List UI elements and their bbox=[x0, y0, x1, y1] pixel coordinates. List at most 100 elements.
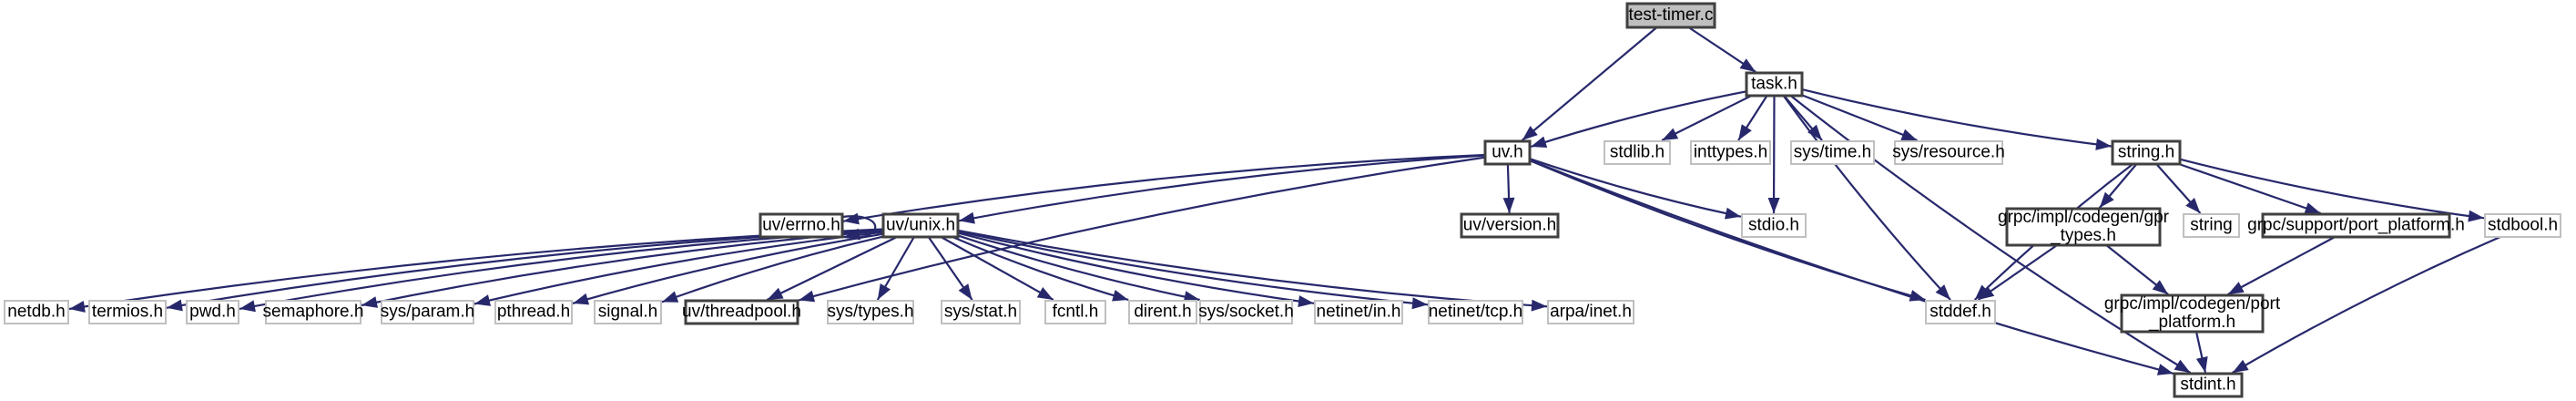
graph-node-netinet-tcp-h[interactable]: netinet/tcp.h bbox=[1428, 300, 1523, 324]
edge-uv-unix-h-to-pthread-h bbox=[572, 232, 884, 305]
graph-node-label: uv/errno.h bbox=[762, 216, 840, 235]
edge-task-h-to-inttypes-h bbox=[1737, 95, 1768, 141]
edge-grpc-impl-codegen-gpr-types-h-to-stddef-h bbox=[1977, 244, 2058, 301]
graph-node-label: sys/param.h bbox=[381, 303, 474, 322]
edge-arrowhead bbox=[2304, 202, 2321, 214]
graph-node-label: uv/threadpool.h bbox=[682, 303, 801, 322]
edge-string-h-to-stdbool-h bbox=[2179, 158, 2485, 222]
edge-arrowhead bbox=[2232, 359, 2249, 373]
graph-node-sys-time-h[interactable]: sys/time.h bbox=[1790, 140, 1875, 165]
graph-node-label: netinet/in.h bbox=[1317, 303, 1401, 322]
graph-node-label: task.h bbox=[1751, 75, 1797, 94]
edge-arrowhead bbox=[1662, 128, 1679, 140]
graph-node-uv-threadpool-h[interactable]: uv/threadpool.h bbox=[682, 299, 801, 325]
graph-node-label: grpc/impl/codegen/port_platform.h bbox=[2104, 294, 2281, 332]
graph-node-pwd-h[interactable]: pwd.h bbox=[186, 300, 239, 324]
edge-arrowhead bbox=[2156, 364, 2174, 375]
graph-node-netdb-h[interactable]: netdb.h bbox=[4, 300, 69, 324]
edge-uv-h-to-stdint-h bbox=[1529, 159, 2174, 375]
edge-uv-unix-h-to-dirent-h bbox=[952, 235, 1129, 302]
graph-node-uv-unix-h[interactable]: uv/unix.h bbox=[881, 212, 960, 239]
edge-arrowhead bbox=[474, 294, 491, 306]
graph-node-dirent-h[interactable]: dirent.h bbox=[1128, 300, 1197, 324]
edge-arrowhead bbox=[1298, 295, 1314, 307]
graph-node-pthread-h[interactable]: pthread.h bbox=[494, 300, 573, 324]
graph-node-stdbool-h[interactable]: stdbool.h bbox=[2484, 213, 2561, 238]
graph-node-label: sys/socket.h bbox=[1198, 303, 1294, 322]
edge-arrowhead bbox=[2468, 210, 2484, 222]
graph-node-label: uv.h bbox=[1492, 143, 1523, 162]
edge-arrowhead bbox=[2227, 282, 2245, 294]
edge-task-h-to-stdlib-h bbox=[1661, 95, 1752, 141]
edge-task-h-to-sys-time-h bbox=[1783, 95, 1823, 141]
graph-node-semaphore-h[interactable]: semaphore.h bbox=[263, 300, 364, 324]
edge-test-timer-c-to-task-h bbox=[1687, 26, 1756, 73]
edge-arrowhead bbox=[573, 293, 590, 305]
graph-node-sys-param-h[interactable]: sys/param.h bbox=[381, 300, 474, 324]
edge-uv-unix-h-to-sys-stat-h bbox=[927, 236, 973, 301]
edge-string-h-to-grpc-impl-codegen-gpr-types-h bbox=[2098, 163, 2138, 209]
graph-node-label: sys/time.h bbox=[1794, 143, 1872, 162]
graph-node-sys-resource-h[interactable]: sys/resource.h bbox=[1892, 140, 2005, 165]
graph-node-termios-h[interactable]: termios.h bbox=[88, 300, 167, 324]
graph-node-arpa-inet-h[interactable]: arpa/inet.h bbox=[1547, 300, 1634, 324]
edge-grpc-impl-codegen-port-platform-h-to-stdint-h bbox=[2194, 331, 2208, 374]
graph-node-label: stddef.h bbox=[1929, 303, 1991, 322]
graph-node-fcntl-h[interactable]: fcntl.h bbox=[1044, 300, 1106, 324]
graph-node-label: pthread.h bbox=[497, 303, 570, 322]
graph-node-label: pwd.h bbox=[189, 303, 236, 322]
graph-node-inttypes-h[interactable]: inttypes.h bbox=[1690, 140, 1771, 165]
graph-node-label: termios.h bbox=[92, 303, 163, 322]
edge-arrowhead bbox=[361, 296, 378, 308]
edge-arrowhead bbox=[1725, 207, 1741, 220]
graph-node-label: test-timer.c bbox=[1629, 5, 1714, 25]
graph-node-label: arpa/inet.h bbox=[1550, 303, 1632, 322]
edge-uv-unix-h-to-arpa-inet-h bbox=[957, 229, 1548, 312]
graph-node-sys-socket-h[interactable]: sys/socket.h bbox=[1198, 300, 1294, 324]
graph-node-label: inttypes.h bbox=[1694, 143, 1767, 162]
graph-node-stddef-h[interactable]: stddef.h bbox=[1925, 300, 1996, 324]
edge-task-h-to-stdint-h bbox=[1789, 95, 2192, 374]
graph-node-signal-h[interactable]: signal.h bbox=[594, 300, 662, 324]
edge-arrowhead bbox=[1112, 290, 1129, 302]
graph-node-label: stdbool.h bbox=[2488, 216, 2558, 235]
graph-node-sys-types-h[interactable]: sys/types.h bbox=[827, 300, 914, 324]
edge-arrowhead bbox=[2095, 139, 2112, 150]
graph-node-grpc-impl-codegen-gpr-types-h[interactable]: grpc/impl/codegen/gpr_types.h bbox=[1998, 207, 2170, 247]
edge-uv-unix-h-to-netinet-in-h bbox=[957, 231, 1315, 307]
graph-node-task-h[interactable]: task.h bbox=[1745, 71, 1804, 98]
graph-node-label: signal.h bbox=[598, 303, 658, 322]
graph-node-uv-version-h[interactable]: uv/version.h bbox=[1460, 212, 1560, 239]
graph-node-stdio-h[interactable]: stdio.h bbox=[1741, 213, 1807, 238]
graph-node-stdlib-h[interactable]: stdlib.h bbox=[1604, 140, 1671, 165]
edge-arrowhead bbox=[1738, 124, 1752, 140]
edge-task-h-to-stddef-h bbox=[1782, 95, 1951, 301]
edge-layer bbox=[68, 26, 2501, 375]
graph-node-grpc-support-port-platform-h[interactable]: grpc/support/port_platform.h bbox=[2247, 212, 2465, 239]
edge-task-h-to-stdio-h bbox=[1767, 95, 1780, 214]
edge-string-h-to-string bbox=[2155, 163, 2202, 214]
graph-node-label: stdint.h bbox=[2180, 375, 2235, 395]
edge-arrowhead bbox=[1974, 284, 1991, 300]
edge-arrowhead bbox=[877, 283, 891, 300]
graph-node-label: grpc/impl/codegen/gpr_types.h bbox=[1998, 208, 2170, 245]
graph-node-uv-h[interactable]: uv.h bbox=[1483, 139, 1532, 166]
graph-node-label: stdio.h bbox=[1748, 216, 1799, 235]
edge-arrowhead bbox=[959, 211, 975, 224]
graph-node-test-timer-c[interactable]: test-timer.c bbox=[1625, 2, 1716, 29]
graph-node-string-h[interactable]: string.h bbox=[2111, 139, 2182, 166]
graph-node-string[interactable]: string bbox=[2183, 213, 2240, 238]
edge-uv-h-to-uv-version-h bbox=[1502, 163, 1515, 214]
graph-node-sys-stat-h[interactable]: sys/stat.h bbox=[941, 300, 1021, 324]
edge-arrowhead bbox=[1036, 287, 1054, 300]
edge-arrowhead bbox=[958, 283, 972, 300]
edge-arrowhead bbox=[1531, 299, 1547, 312]
graph-node-netinet-in-h[interactable]: netinet/in.h bbox=[1314, 300, 1403, 324]
edge-arrowhead bbox=[1900, 129, 1918, 140]
edge-task-h-to-uv-h bbox=[1530, 90, 1747, 149]
edge-arrowhead bbox=[767, 287, 784, 300]
graph-node-uv-errno-h[interactable]: uv/errno.h bbox=[759, 212, 844, 239]
edge-arrowhead bbox=[2195, 356, 2208, 373]
graph-node-stdint-h[interactable]: stdint.h bbox=[2173, 372, 2244, 398]
graph-node-grpc-impl-codegen-port-platform-h[interactable]: grpc/impl/codegen/port_platform.h bbox=[2104, 293, 2281, 334]
